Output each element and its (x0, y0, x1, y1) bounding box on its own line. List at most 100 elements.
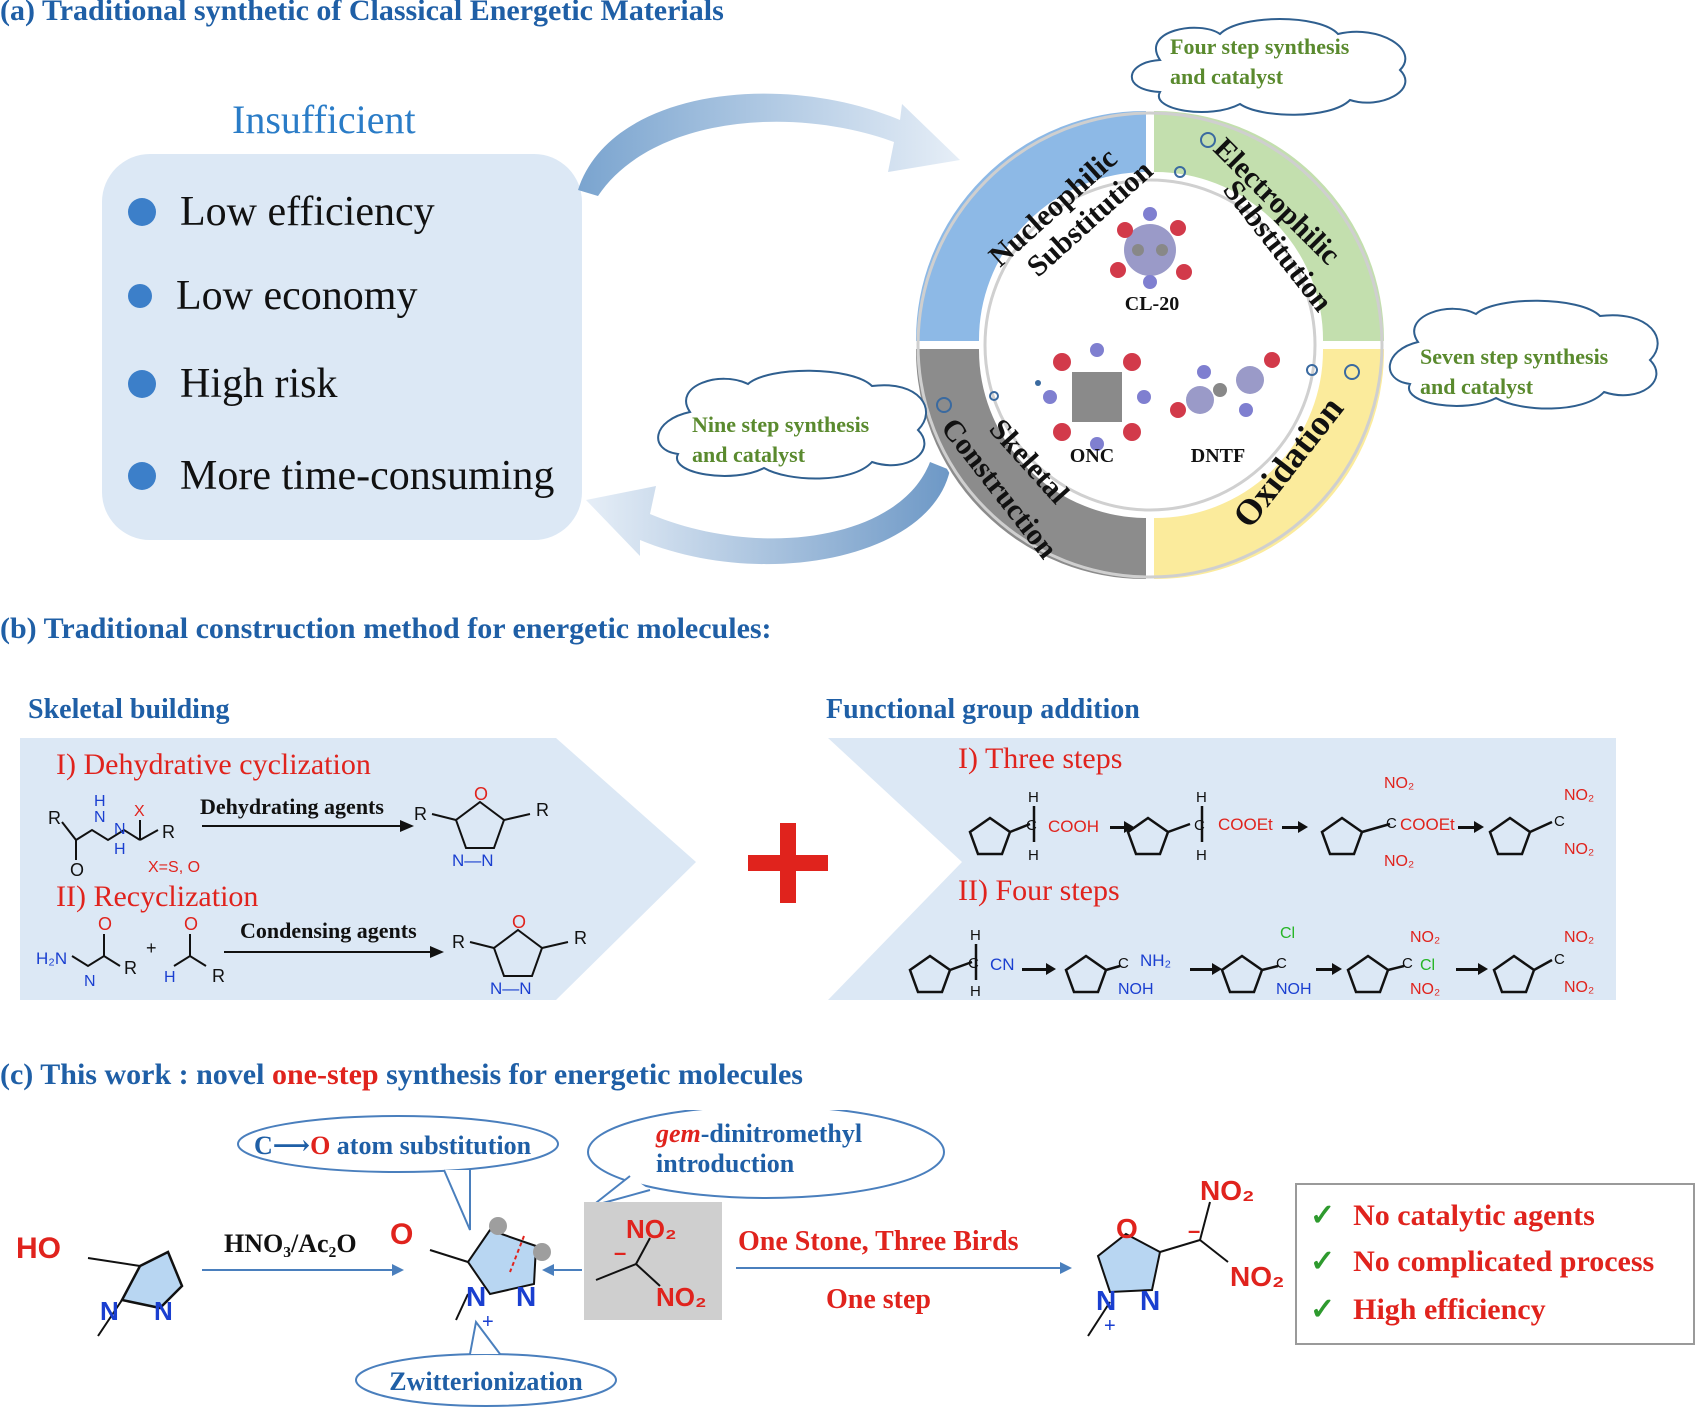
plus-icon (748, 823, 828, 903)
skeletal-building-title: Skeletal building (28, 694, 230, 725)
no2-label: NO₂ (656, 1282, 707, 1312)
section-b-graphics: I) Dehydrative cyclization II) Recycliza… (20, 738, 1616, 1000)
h-label: H (1028, 847, 1039, 864)
r-label: R (536, 800, 549, 820)
h2n-label: H₂N (36, 949, 67, 968)
n-label: N (1096, 1285, 1116, 1316)
check-icon: ✓ (1310, 1293, 1336, 1326)
ring-segment-skeletal (913, 347, 1148, 582)
bottom-curved-arrow (586, 462, 950, 565)
n-label: N (84, 973, 96, 990)
three-steps-scheme (968, 806, 1553, 856)
gem-dinitromethyl-box (584, 1202, 722, 1320)
minus-charge: – (614, 1240, 626, 1265)
c-label: C (1554, 951, 1565, 968)
r-label: R (452, 932, 465, 952)
onc-label: ONC (1070, 445, 1114, 467)
three-steps-label: I) Three steps (958, 742, 1122, 775)
plus-small: + (146, 938, 157, 958)
c-label: C (1194, 817, 1205, 834)
callout-zwitter-pointer (469, 1319, 501, 1355)
plus-charge: + (482, 1311, 494, 1333)
functional-group-title: Functional group addition (826, 694, 1140, 725)
functional-panel (828, 738, 1616, 1000)
callout-gem-line1: gem-dinitromethyl (655, 1119, 862, 1148)
n-n-label: N—N (452, 851, 494, 870)
benefits-box (1295, 1183, 1695, 1345)
bullet-time-consuming: More time-consuming (128, 452, 554, 500)
cloud-four-step-line1: Four step synthesis (1170, 34, 1350, 59)
o-label: O (390, 1218, 413, 1251)
insufficient-panel (102, 154, 582, 540)
section-c-graphics: C⟶O atom substitution gem-dinitromethyl … (16, 1110, 1695, 1407)
three-steps-arrows (1110, 821, 1484, 833)
cooet-label: COOEt (1400, 815, 1455, 834)
benefit-no-catalytic: ✓No catalytic agents (1310, 1199, 1595, 1232)
product-oxadiazole (1087, 1201, 1229, 1337)
n-label: N (466, 1281, 486, 1312)
four-steps-label: II) Four steps (958, 874, 1120, 907)
benefit-no-complicated: ✓No complicated process (1310, 1245, 1655, 1278)
insufficient-title: Insufficient (232, 97, 416, 142)
cloud-nine-step-line2: and catalyst (692, 442, 806, 467)
dntf-molecule (1170, 352, 1280, 418)
no2-label: NO₂ (1410, 929, 1440, 946)
no2-label: NO₂ (1410, 981, 1440, 998)
four-steps-arrows (1022, 963, 1488, 975)
onc-molecule (1043, 343, 1151, 451)
c-label: C (1276, 955, 1287, 972)
callout-co-pointer (443, 1169, 471, 1231)
main-arrowhead (1060, 1262, 1072, 1274)
o-label: O (98, 914, 112, 934)
o-label: O (70, 860, 84, 880)
diacylhydrazine-structure (61, 820, 159, 860)
check-icon: ✓ (1310, 1199, 1336, 1232)
dehydrating-arrowhead (400, 820, 414, 832)
benefit-high-efficiency: ✓High efficiency (1310, 1293, 1546, 1326)
r-label: R (212, 966, 225, 986)
one-stone-label: One Stone, Three Birds (738, 1226, 1019, 1257)
h-label: H (94, 793, 106, 810)
n-label: N (114, 821, 126, 838)
reagent-label: HNO₃/Ac₂O (224, 1229, 357, 1258)
top-curved-arrow (578, 93, 960, 196)
cl-label: Cl (1420, 957, 1435, 974)
c-label: C (1026, 817, 1037, 834)
cloud-seven-step-line1: Seven step synthesis (1420, 344, 1609, 369)
h-label: H (1196, 789, 1207, 806)
cn-label: CN (990, 955, 1015, 974)
h-label: H (1196, 847, 1207, 864)
bullet-dot-icon (128, 198, 156, 226)
noh-label: NOH (1276, 981, 1312, 998)
bullet-dot-icon (128, 370, 156, 398)
no2-label: NO₂ (1564, 787, 1594, 804)
cooet-label: COOEt (1218, 815, 1273, 834)
n-n-label: N—N (490, 979, 532, 998)
c-label: C (1386, 815, 1397, 832)
recyclization-label: II) Recyclization (56, 880, 258, 913)
no2-label: NO₂ (1200, 1175, 1254, 1206)
cl-label: Cl (1280, 925, 1295, 942)
section-b-title: (b) Traditional construction method for … (0, 612, 772, 645)
cl20-label: CL-20 (1125, 293, 1179, 315)
callout-co-bubble (237, 1115, 559, 1173)
o-label: O (184, 914, 198, 934)
n-label: N (1140, 1285, 1160, 1316)
no2-label: NO₂ (1230, 1261, 1284, 1292)
bullet-low-economy: Low economy (128, 272, 417, 320)
bullet-low-efficiency: Low efficiency (128, 188, 435, 236)
r-label: R (414, 804, 427, 824)
ring-segment-electrophilic (1152, 108, 1387, 343)
ring-segment-nucleophilic (913, 108, 1148, 343)
nh2-label: NH₂ (1140, 951, 1171, 970)
callout-co-text: C⟶O atom substitution (254, 1131, 532, 1160)
ho-label: HO (16, 1232, 61, 1265)
noh-label: NOH (1118, 981, 1154, 998)
cloud-seven-step-line2: and catalyst (1420, 374, 1534, 399)
cloud-four-step (1130, 18, 1407, 116)
callout-gem-line2: introduction (656, 1149, 795, 1178)
c-label: C (1118, 955, 1129, 972)
r-label: R (574, 928, 587, 948)
cloud-four-step-line2: and catalyst (1170, 64, 1284, 89)
c-label: C (968, 955, 979, 972)
